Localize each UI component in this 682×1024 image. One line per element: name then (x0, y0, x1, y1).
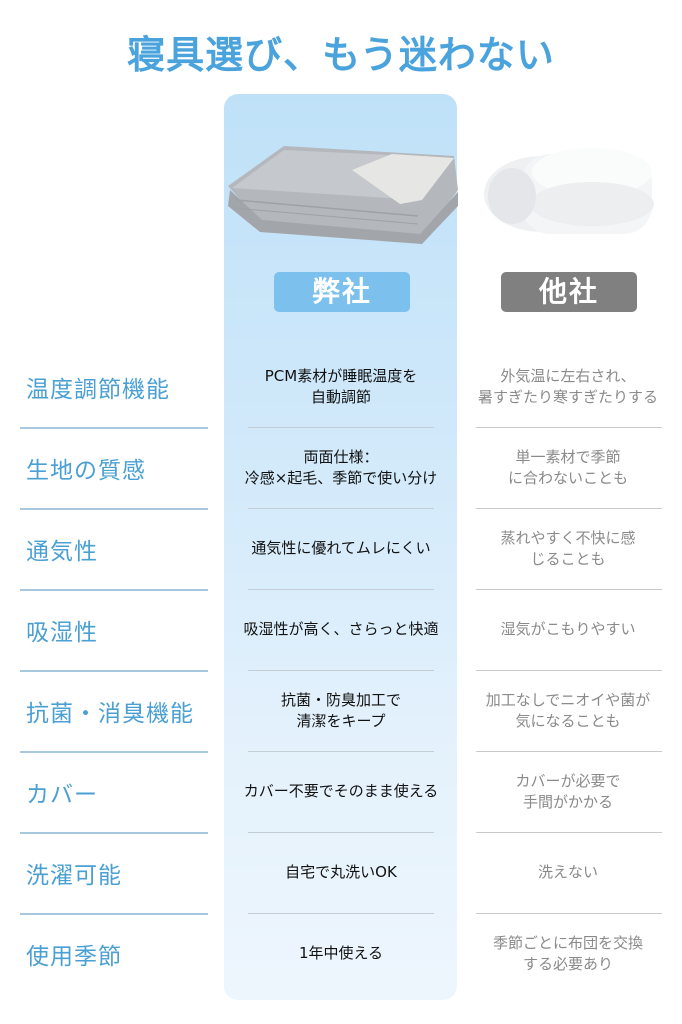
other-value: 外気温に左右され、 暑すぎたり寒すぎたりする (477, 366, 658, 406)
our-value: カバー不要でそのまま使える (243, 782, 439, 800)
row-divider (476, 913, 662, 914)
comparison-row: 温度調節機能 PCM素材が睡眠温度を 自動調節 外気温に左右され、 暑すぎたり寒すぎ… (0, 346, 682, 427)
other-value: 加工なしでニオイや菌が 気になることも (485, 690, 651, 730)
comparison-row: 使用季節 1年中使える 季節ごとに布団を交換 する必要あり (0, 913, 682, 994)
row-divider (20, 508, 208, 510)
other-value: カバーが必要で 手間がかかる (515, 771, 621, 811)
our-value: PCM素材が睡眠温度を 自動調節 (264, 366, 418, 406)
row-divider (248, 913, 434, 914)
comparison-row: カバー カバー不要でそのまま使える カバーが必要で 手間がかかる (0, 751, 682, 832)
feature-label: 洗濯可能 (26, 862, 122, 889)
folded-blanket-image (228, 146, 458, 244)
row-divider (20, 913, 208, 915)
our-value: 自宅で丸洗いOK (285, 863, 397, 881)
row-divider (20, 589, 208, 591)
row-divider (476, 508, 662, 509)
row-divider (248, 508, 434, 509)
row-divider (20, 832, 208, 834)
comparison-row: 吸湿性 吸湿性が高く、さらっと快適 湿気がこもりやすい (0, 589, 682, 670)
comparison-row: 抗菌・消臭機能 抗菌・防臭加工で 清潔をキープ 加工なしでニオイや菌が 気になること… (0, 670, 682, 751)
other-company-badge: 他社 (501, 272, 637, 312)
row-divider (476, 751, 662, 752)
feature-label: カバー (26, 781, 98, 808)
our-company-badge: 弊社 (274, 272, 410, 312)
other-value: 蒸れやすく不快に感 じることも (500, 528, 636, 568)
row-divider (248, 589, 434, 590)
our-value: 通気性に優れてムレにくい (251, 539, 431, 557)
other-value: 湿気がこもりやすい (500, 620, 636, 638)
feature-label: 使用季節 (26, 943, 122, 970)
feature-label: 生地の質感 (26, 457, 146, 484)
comparison-row: 生地の質感 両面仕様： 冷感×起毛、季節で使い分け 単一素材で季節 に合わないことも (0, 427, 682, 508)
row-divider (248, 751, 434, 752)
row-divider (20, 427, 208, 429)
feature-label: 温度調節機能 (26, 376, 170, 403)
our-value: 1年中使える (298, 944, 384, 962)
row-divider (476, 589, 662, 590)
page-title: 寝具選び、もう迷わない (127, 32, 555, 77)
our-product-highlight-column (224, 94, 457, 1000)
row-divider (20, 751, 208, 753)
comparison-row: 通気性 通気性に優れてムレにくい 蒸れやすく不快に感 じることも (0, 508, 682, 589)
rolled-comforter-image (484, 148, 654, 234)
row-divider (248, 427, 434, 428)
row-divider (476, 670, 662, 671)
other-value: 季節ごとに布団を交換 する必要あり (492, 933, 643, 973)
other-value: 洗えない (537, 863, 598, 881)
row-divider (476, 832, 662, 833)
row-divider (248, 832, 434, 833)
feature-label: 抗菌・消臭機能 (26, 700, 194, 727)
row-divider (248, 670, 434, 671)
row-divider (476, 427, 662, 428)
our-value: 吸湿性が高く、さらっと快適 (243, 620, 439, 638)
feature-label: 吸湿性 (26, 619, 98, 646)
our-value: 両面仕様： 冷感×起毛、季節で使い分け (244, 447, 438, 487)
our-value: 抗菌・防臭加工で 清潔をキープ (280, 690, 401, 730)
comparison-row: 洗濯可能 自宅で丸洗いOK 洗えない (0, 832, 682, 913)
feature-label: 通気性 (26, 538, 98, 565)
row-divider (20, 670, 208, 672)
other-value: 単一素材で季節 に合わないことも (507, 447, 628, 487)
